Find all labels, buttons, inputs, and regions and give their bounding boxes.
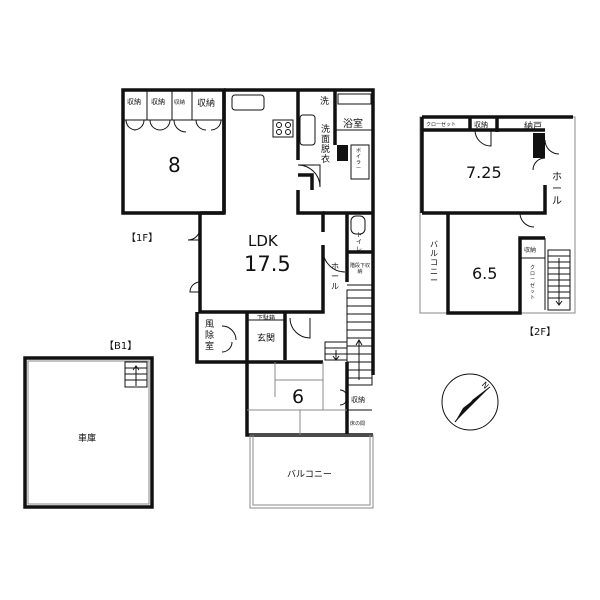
- closet-label: 収納: [197, 99, 216, 109]
- garage-label: 車庫: [78, 434, 97, 444]
- closet-label: 収納: [127, 98, 141, 106]
- storage-top-label: 収納: [474, 121, 488, 129]
- windbreak-label: 風除室: [205, 320, 215, 352]
- floor-1f-label: 【1F】: [126, 233, 159, 244]
- floor-2f: [419, 115, 576, 315]
- floor-b1: [23, 356, 154, 509]
- stairs-1f: [324, 289, 373, 386]
- ldk-label: LDK: [248, 232, 278, 250]
- room-65-size: 6.5: [472, 264, 498, 283]
- alcove-label: 床の間: [350, 421, 366, 427]
- nando-label: 納戸: [524, 122, 543, 132]
- storage-label: 収納: [351, 396, 365, 404]
- entrance-label: 玄関: [257, 334, 276, 344]
- closet-top-label: クローゼット: [426, 122, 457, 128]
- boiler-label: ボイラー: [356, 148, 362, 172]
- wash-label: 洗: [320, 97, 330, 107]
- balcony-2f-label: バルコニー: [430, 240, 438, 285]
- floor-2f-label: 【2F】: [524, 327, 557, 338]
- dressing-label: 洗面脱衣: [321, 125, 331, 165]
- floor-b1-label: 【B1】: [104, 341, 138, 352]
- storage-2f-label: 収納: [524, 247, 537, 254]
- toilet-label: トイレ: [356, 232, 363, 253]
- room-725-size: 7.25: [466, 163, 502, 182]
- stairs-2f: [547, 249, 571, 311]
- compass-icon: [441, 373, 499, 431]
- stair-storage-label: 階段下収納: [349, 263, 370, 275]
- room-6-size: 6: [292, 386, 305, 408]
- closet-2f-label: クローゼット: [530, 265, 536, 301]
- hall-2f-label: ホール: [552, 172, 562, 207]
- bath-label: 浴室: [343, 119, 363, 130]
- compass-north-label: N: [479, 380, 491, 391]
- closet-label: 収納: [174, 100, 186, 106]
- hall-label: ホール: [331, 262, 339, 291]
- balcony-1f-label: バルコニー: [287, 470, 332, 480]
- floor-1f: [121, 88, 375, 509]
- closet-label: 収納: [151, 98, 165, 106]
- room-8-size: 8: [168, 153, 181, 177]
- ldk-size: 17.5: [244, 252, 291, 276]
- shoe-box-label: 下駄箱: [257, 315, 276, 322]
